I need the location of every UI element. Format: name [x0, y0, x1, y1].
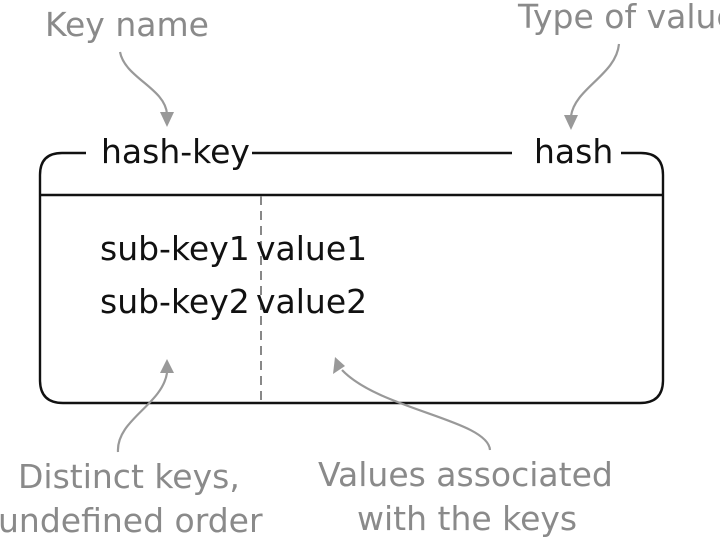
values-associated-annotation-line2: with the keys: [357, 499, 577, 538]
sub-key-1: sub-key1: [100, 229, 250, 268]
box-top-right-segment: [621, 151, 665, 195]
type-of-value-annotation: Type of value: [517, 0, 720, 36]
hash-key-label: hash-key: [101, 132, 250, 171]
distinct-keys-annotation-line2: undefined order: [0, 501, 263, 540]
sub-key-2: sub-key2: [100, 282, 250, 321]
values-associated-arrow: [333, 357, 492, 451]
type-of-value-arrow-head: [564, 115, 578, 130]
values-associated-arrow-head: [333, 357, 345, 374]
key-name-arrow-head: [160, 112, 174, 127]
type-of-value-arrow: [564, 43, 621, 130]
distinct-keys-arrow-head: [160, 359, 174, 373]
distinct-keys-annotation-line1: Distinct keys,: [18, 457, 240, 496]
box-body: [38, 195, 665, 405]
value-2: value2: [256, 282, 367, 321]
value-1: value1: [256, 229, 367, 268]
key-name-arrow: [118, 51, 174, 127]
distinct-keys-arrow: [116, 359, 174, 453]
hash-type-label: hash: [534, 132, 613, 171]
values-associated-annotation-line1: Values associated: [318, 455, 613, 494]
key-name-annotation: Key name: [45, 5, 209, 44]
box-top-left-segment: [38, 151, 86, 195]
